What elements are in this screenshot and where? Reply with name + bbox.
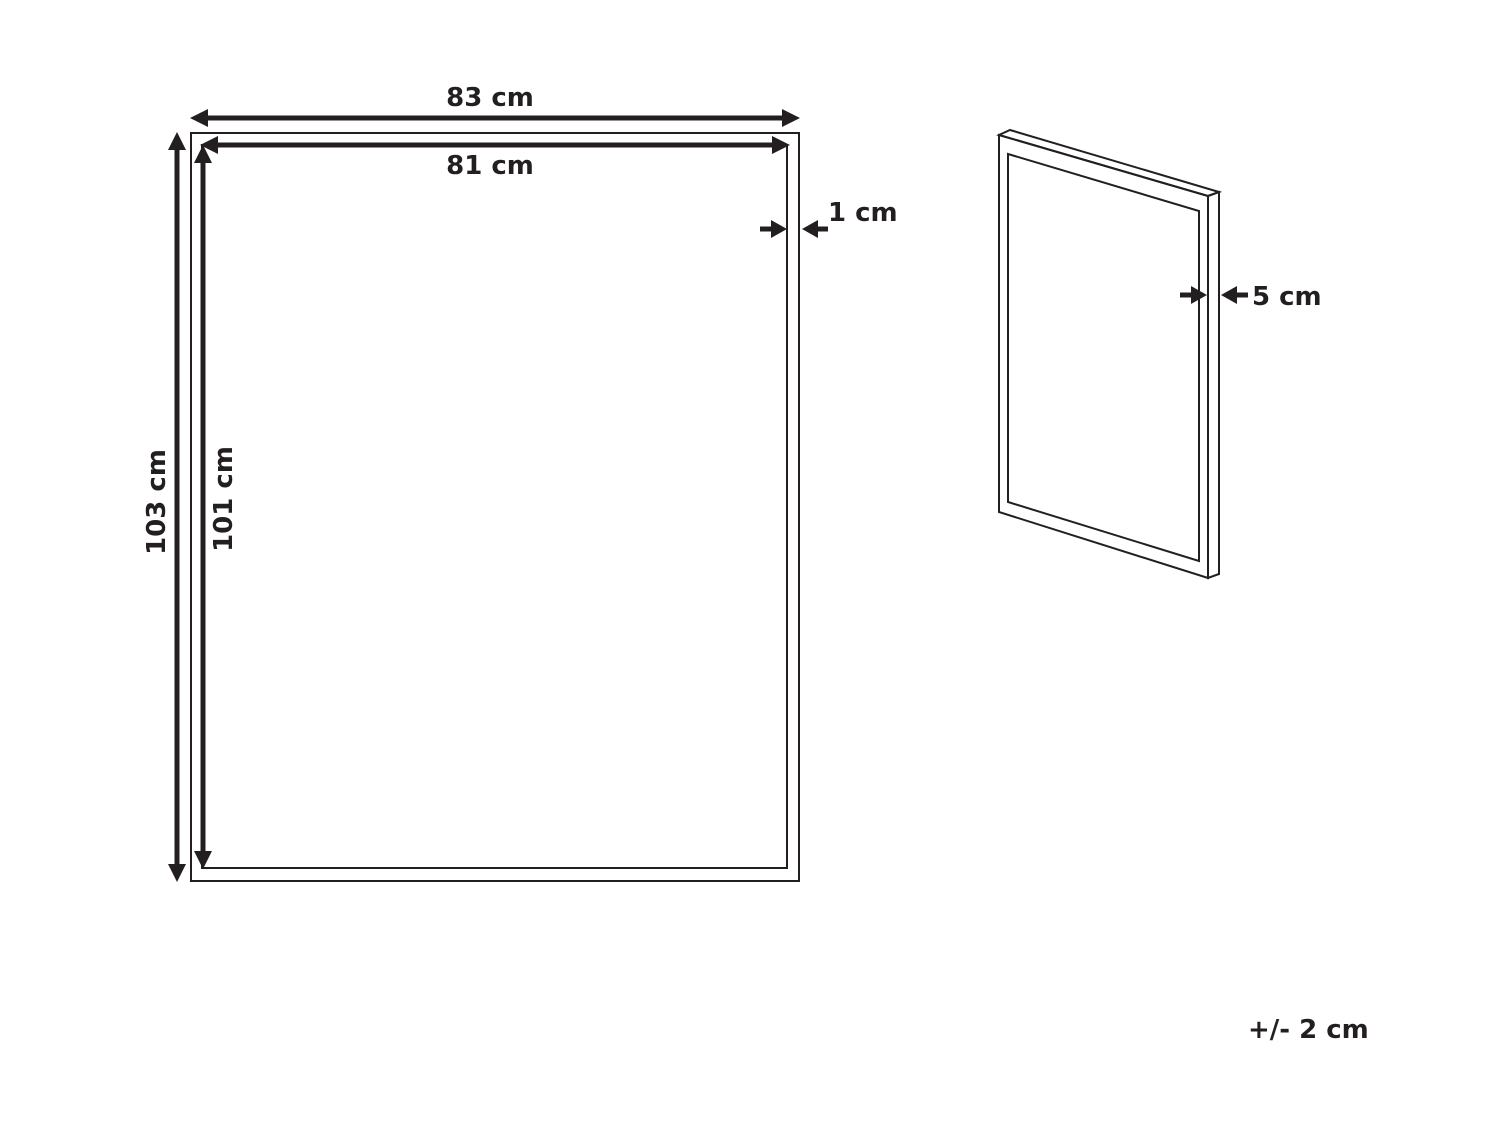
outer-width-label: 83 cm (446, 83, 534, 113)
frame-side-face (996, 128, 1223, 198)
inner-height-label: 101 cm (209, 446, 239, 552)
inner-frame-outline (201, 144, 788, 869)
depth-label: 5 cm (1252, 282, 1322, 312)
frame-width-dimension: 1 cm (760, 198, 898, 238)
outer-height-dimension: 103 cm (142, 132, 186, 882)
inner-width-dimension: 81 cm (200, 136, 790, 181)
outer-frame-outline (190, 132, 800, 882)
tolerance-note: +/- 2 cm (1248, 1015, 1369, 1045)
frame-width-label: 1 cm (828, 198, 898, 228)
frame-outer-face (998, 133, 1209, 580)
outer-width-dimension: 83 cm (190, 83, 800, 127)
frame-depth-face (1207, 190, 1220, 580)
inner-width-label: 81 cm (446, 151, 534, 181)
outer-height-label: 103 cm (142, 449, 172, 555)
frame-inner-opening (1007, 152, 1200, 563)
depth-dimension: 5 cm (1180, 282, 1322, 312)
inner-height-dimension: 101 cm (194, 145, 239, 869)
perspective-view (996, 128, 1223, 580)
front-view (190, 132, 800, 882)
